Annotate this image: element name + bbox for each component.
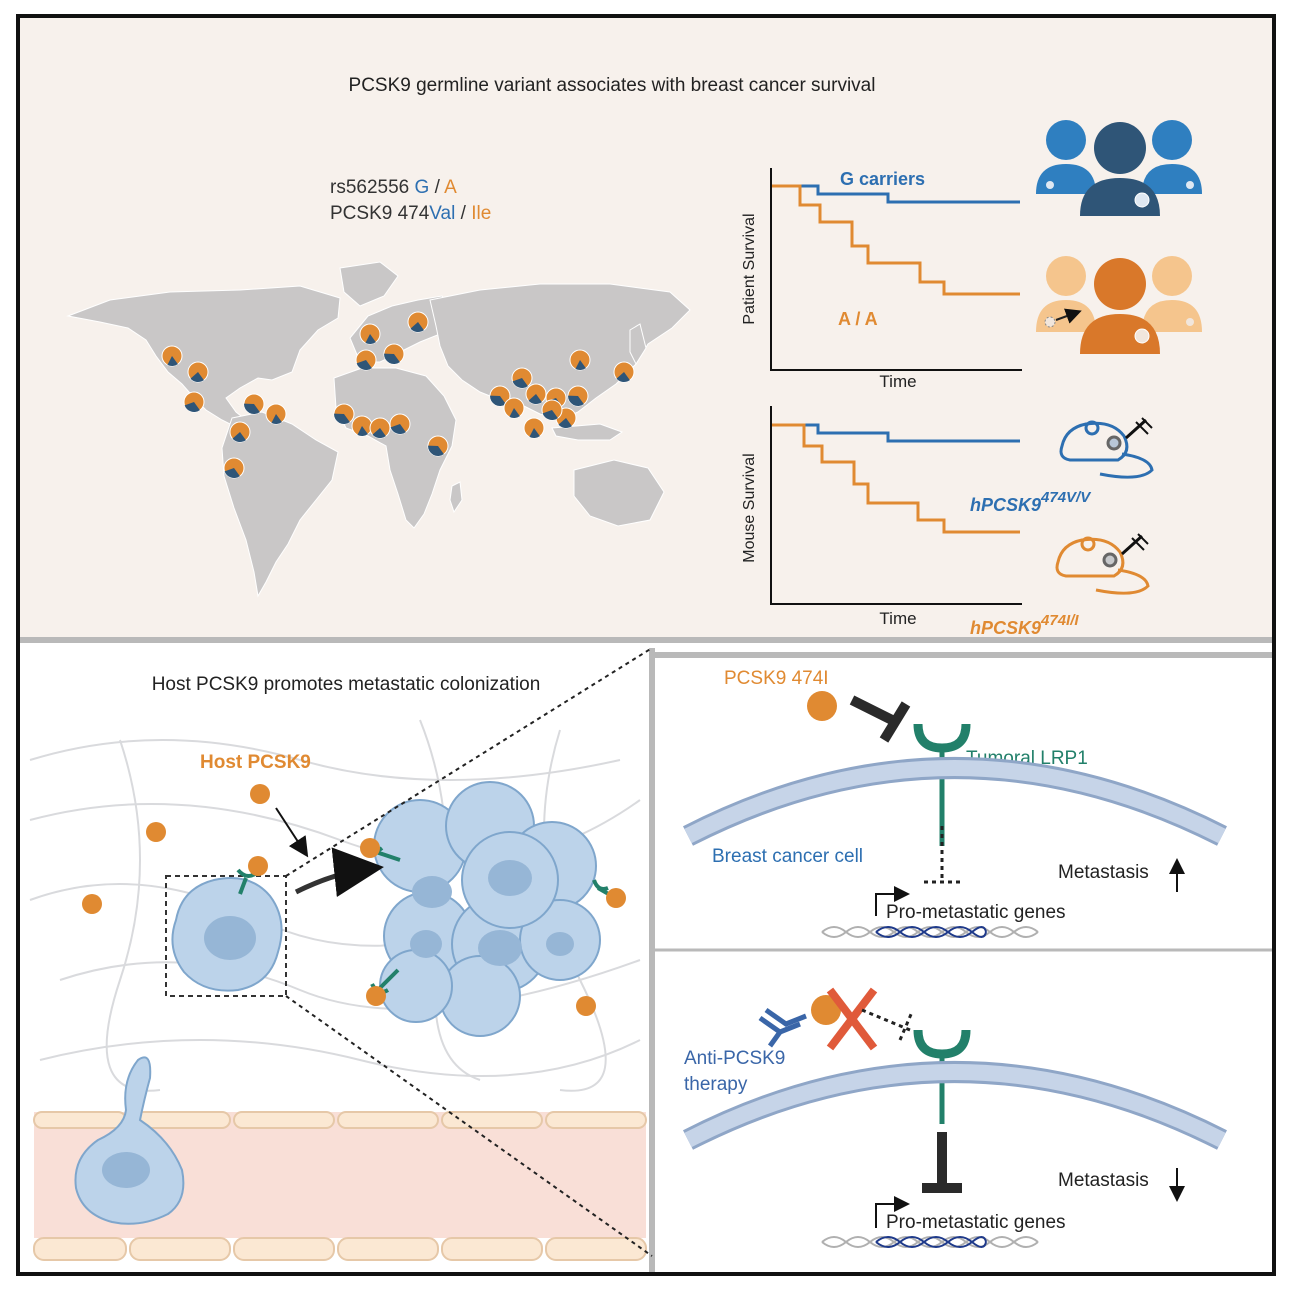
- pie-wedge: [334, 413, 350, 424]
- lrp1-receptor-single: [238, 877, 248, 895]
- patient-x-label: Time: [879, 372, 916, 391]
- pie-wedge: [428, 445, 444, 456]
- africa: [333, 367, 457, 529]
- i-mouse-curve: [772, 423, 1020, 534]
- north-america: [66, 285, 341, 429]
- pie-wedge: [384, 353, 400, 365]
- zoom-box: [165, 875, 287, 997]
- endothelial-cells-bottom: [33, 1237, 647, 1261]
- mouse-survival-plot: Mouse Survival Time: [741, 406, 1022, 628]
- cluster-nuclei: [410, 860, 574, 966]
- pie-wedge: [528, 394, 542, 405]
- i-mouse-label: hPCSK9474I/I: [970, 612, 1079, 638]
- australia: [573, 459, 665, 527]
- v-mouse-label: hPCSK9474V/V: [970, 489, 1092, 515]
- metastasis-up-label: Metastasis: [1058, 862, 1149, 883]
- pie-wedge: [365, 334, 376, 344]
- pie-wedge: [529, 428, 540, 439]
- pro-metastatic-genes-label-2: Pro-metastatic genes: [886, 1212, 1066, 1233]
- transcription-arrow: [875, 886, 910, 916]
- aa-curve: [772, 184, 1020, 296]
- colonization-arrow: [294, 847, 384, 898]
- blocked-dotted-line: [861, 1008, 911, 1032]
- pie-wedge: [357, 426, 368, 436]
- japan: [629, 323, 647, 366]
- pcsk9-474i-label: PCSK9 474I: [724, 668, 829, 689]
- metastasis-down-label: Metastasis: [1058, 1170, 1149, 1191]
- cell-membrane: [684, 760, 1226, 844]
- antibody-icon: [758, 1007, 807, 1048]
- v-mouse-curve: [772, 423, 1020, 443]
- single-tumor-cell-nucleus: [204, 916, 256, 960]
- anti-pcsk9-label-2: therapy: [684, 1074, 748, 1095]
- extravasating-cell-nucleus: [102, 1152, 150, 1188]
- south-america: [221, 411, 339, 598]
- pie-wedge: [232, 432, 246, 442]
- top-title: PCSK9 germline variant associates with b…: [349, 75, 876, 96]
- pie-wedge: [558, 418, 572, 428]
- pie-wedge: [616, 372, 630, 382]
- dna-helix-bottom: [821, 1236, 1039, 1248]
- pie-wedge: [184, 402, 200, 412]
- mouse-y-label: Mouse Survival: [741, 453, 758, 562]
- greenland: [339, 261, 399, 307]
- allele-frequency-pies: [161, 311, 635, 479]
- pie-wedge: [568, 395, 584, 406]
- pie-wedge: [512, 378, 528, 389]
- amino-acid-label: PCSK9 474Val / Ile: [330, 203, 491, 224]
- bottom-left-panel: Host PCSK9 promotes metastatic colonizat…: [29, 647, 653, 1261]
- mouse-x-label: Time: [879, 609, 916, 628]
- bottom-left-title: Host PCSK9 promotes metastatic colonizat…: [152, 674, 541, 695]
- zoom-line-bottom: [285, 995, 653, 1257]
- pcsk9-474i-dot: [807, 691, 837, 721]
- madagascar: [449, 481, 463, 514]
- pie-wedge: [575, 360, 586, 371]
- pro-metastatic-genes-label: Pro-metastatic genes: [886, 902, 1066, 923]
- transcription-arrow-2: [875, 1196, 910, 1228]
- g-carriers-label: G carriers: [840, 169, 925, 189]
- extravasating-cell: [74, 1056, 185, 1225]
- dna-helix-top: [821, 926, 1039, 938]
- pie-wedge: [490, 395, 506, 406]
- patient-survival-plot: Patient Survival Time G carriers A / A: [741, 168, 1022, 391]
- patient-y-label: Patient Survival: [741, 213, 758, 324]
- anti-pcsk9-label-1: Anti-PCSK9: [684, 1048, 785, 1069]
- g-carriers-people-icon: [1036, 120, 1202, 216]
- aa-label: A / A: [838, 309, 878, 329]
- pie-wedge: [372, 428, 386, 438]
- pie-wedge: [167, 356, 178, 366]
- host-pcsk9-arrow: [275, 807, 309, 858]
- pie-wedge: [356, 360, 372, 370]
- red-x-stroke-2: [826, 987, 878, 1051]
- world-map: [66, 261, 691, 598]
- pie-wedge: [542, 410, 558, 420]
- indonesia: [551, 423, 624, 441]
- aa-people-icon: [1036, 256, 1202, 354]
- i-mouse-icon: [1055, 533, 1150, 595]
- cell-membrane-2: [684, 1064, 1226, 1148]
- host-pcsk9-label: Host PCSK9: [200, 752, 311, 773]
- pie-wedge: [410, 322, 424, 332]
- asia: [429, 283, 691, 421]
- blocked-dotted-bar: [898, 1011, 914, 1041]
- pie-wedge: [271, 414, 282, 425]
- inhibition-bar: [879, 701, 911, 743]
- g-carriers-curve: [772, 184, 1020, 204]
- pcsk9-dot-blocked: [811, 995, 841, 1025]
- snp-label: rs562556 G / A: [330, 177, 457, 198]
- therapy-panel: Anti-PCSK9 therapy Pro-metastatic genes …: [682, 987, 1227, 1248]
- mechanism-panel: PCSK9 474I Tumoral LRP1 Breast cancer ce…: [682, 668, 1227, 938]
- pie-wedge: [509, 408, 520, 418]
- pie-wedge: [190, 372, 204, 383]
- pie-wedge: [390, 424, 406, 434]
- breast-cancer-cell-label: Breast cancer cell: [712, 846, 863, 867]
- pie-wedge: [243, 403, 260, 414]
- pie-wedge: [224, 468, 240, 478]
- inhibition-line: [849, 695, 899, 727]
- v-mouse-icon: [1059, 417, 1154, 479]
